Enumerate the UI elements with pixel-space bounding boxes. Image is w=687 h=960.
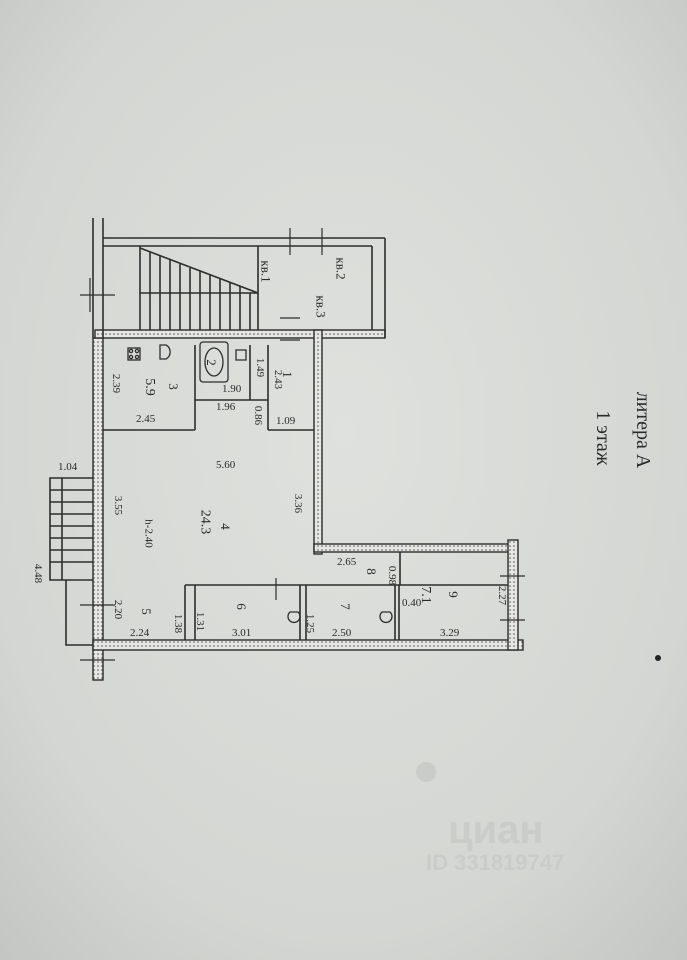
- room-number-6: 6: [233, 603, 249, 610]
- dim-0-98: 0.98: [386, 565, 399, 586]
- watermark-id: ID 331819747: [426, 850, 565, 875]
- room-number-4: 4: [217, 523, 233, 530]
- wall-lines: [49, 218, 508, 646]
- dim-1-25: 1.25: [304, 613, 317, 634]
- dim-1-90: 1.90: [222, 383, 242, 395]
- ink-mark: [655, 655, 661, 661]
- dim-2-65: 2.65: [337, 556, 357, 568]
- stair-label-kv3: кв.3: [313, 295, 329, 318]
- dim-2-45: 2.45: [136, 413, 156, 425]
- dim-0-86: 0.86: [252, 405, 265, 426]
- dim-5-60: 5.60: [216, 459, 236, 471]
- dim-3-29: 3.29: [440, 627, 460, 639]
- room-number-5: 5: [138, 608, 154, 615]
- dim-4-48: 4.48: [32, 563, 45, 584]
- floor-label: 1 этаж: [592, 410, 614, 466]
- dim-2-24: 2.24: [130, 627, 150, 639]
- room-number-7: 7: [337, 603, 353, 610]
- dim-3-55: 3.55: [112, 495, 125, 516]
- dim-2-43: 2.43: [272, 369, 285, 390]
- room-area-4: 24.3: [197, 509, 213, 535]
- dim-3-01: 3.01: [232, 627, 252, 639]
- room-number-2: 2: [203, 359, 219, 366]
- location-pin-icon: [416, 762, 437, 806]
- dim-2-20: 2.20: [112, 599, 125, 620]
- dim-1-31: 1.31: [194, 611, 207, 632]
- dim-2-39: 2.39: [110, 373, 123, 394]
- dim-2-27: 2.27: [496, 585, 509, 606]
- dim-1-09: 1.09: [276, 415, 296, 427]
- dim-0-40: 0.40: [402, 597, 422, 609]
- dim-3-36: 3.36: [292, 493, 305, 514]
- stair-label-kv1: кв.1: [258, 260, 274, 283]
- dim-1-96: 1.96: [216, 401, 236, 413]
- ceiling-height: h-2.40: [142, 519, 155, 548]
- dim-2-50: 2.50: [332, 627, 352, 639]
- dim-1-04: 1.04: [58, 461, 78, 473]
- bath-fixtures: [127, 341, 393, 624]
- room-number-8: 8: [363, 568, 379, 575]
- dimension-ticks: [80, 228, 525, 661]
- stair-label-kv2: кв.2: [333, 257, 349, 280]
- dim-1-38: 1.38: [172, 613, 185, 634]
- dim-1-49: 1.49: [254, 357, 267, 378]
- room-number-9: 9: [445, 591, 461, 598]
- watermark-brand: циан: [448, 808, 544, 852]
- litera-label: литера А: [632, 391, 654, 469]
- room-number-3: 3: [165, 383, 181, 390]
- room-area-3: 5.9: [141, 378, 157, 396]
